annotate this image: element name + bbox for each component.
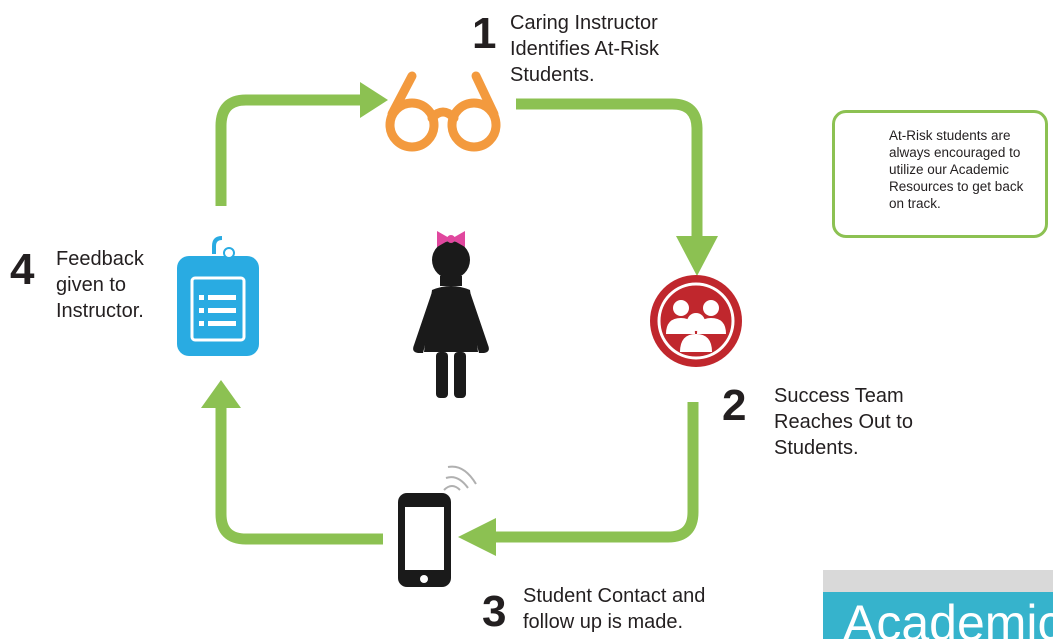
step-1-line: Caring Instructor — [510, 12, 658, 34]
step-3-line: follow up is made. — [523, 611, 684, 633]
note-line: Resources to get back — [889, 179, 1024, 194]
cycle-arrows — [215, 94, 703, 545]
step-2-line: Success Team — [774, 385, 904, 407]
arrow-step3-to-step4 — [215, 408, 383, 545]
arrowheads — [201, 82, 718, 556]
step-1-line: Students. — [510, 64, 595, 86]
note-line: always encouraged to — [889, 145, 1021, 160]
step-2-number: 2 — [722, 381, 747, 430]
step-4-label: Feedback given to Instructor. — [56, 246, 144, 324]
arrow-step1-to-step2 — [516, 98, 703, 240]
student-girl-icon — [413, 241, 489, 398]
step-4-line: Instructor. — [56, 300, 144, 322]
academic-banner: Academic — [823, 570, 1053, 639]
step-3-label: Student Contact and follow up is made. — [523, 583, 705, 635]
clipboard-icon — [177, 236, 259, 356]
step-4-line: Feedback — [56, 248, 144, 270]
bow-icon — [437, 231, 465, 247]
arrowhead-up — [201, 380, 241, 408]
note-line: At-Risk students are — [889, 128, 1011, 143]
glasses-icon — [385, 71, 501, 152]
step-1-label: Caring Instructor Identifies At-Risk Stu… — [510, 10, 659, 88]
step-4-number: 4 — [10, 245, 35, 294]
step-2-label: Success Team Reaches Out to Students. — [774, 383, 913, 461]
step-3-line: Student Contact and — [523, 585, 706, 607]
smartphone-icon — [398, 465, 477, 587]
at-risk-note: At-Risk students are always encouraged t… — [832, 110, 1048, 238]
step-2-line: Reaches Out to — [774, 411, 913, 433]
academic-band: Academic — [823, 592, 1053, 639]
arrow-step2-to-step3 — [490, 402, 699, 543]
note-line: utilize our Academic — [889, 162, 1010, 177]
step-4-line: given to — [56, 274, 127, 296]
step-1-line: Identifies At-Risk — [510, 38, 659, 60]
step-3-number: 3 — [482, 587, 507, 636]
academic-banner-text: Academic — [843, 595, 1053, 639]
arrowhead-right — [360, 82, 388, 118]
arrowhead-down — [676, 236, 718, 276]
arrow-step4-to-step1 — [215, 94, 362, 206]
group-icon — [650, 275, 742, 367]
note-line: on track. — [889, 196, 941, 211]
note-text: At-Risk students are always encouraged t… — [889, 127, 1047, 212]
step-2-line: Students. — [774, 437, 859, 459]
arrowhead-left — [458, 518, 496, 556]
step-1-number: 1 — [472, 9, 497, 58]
